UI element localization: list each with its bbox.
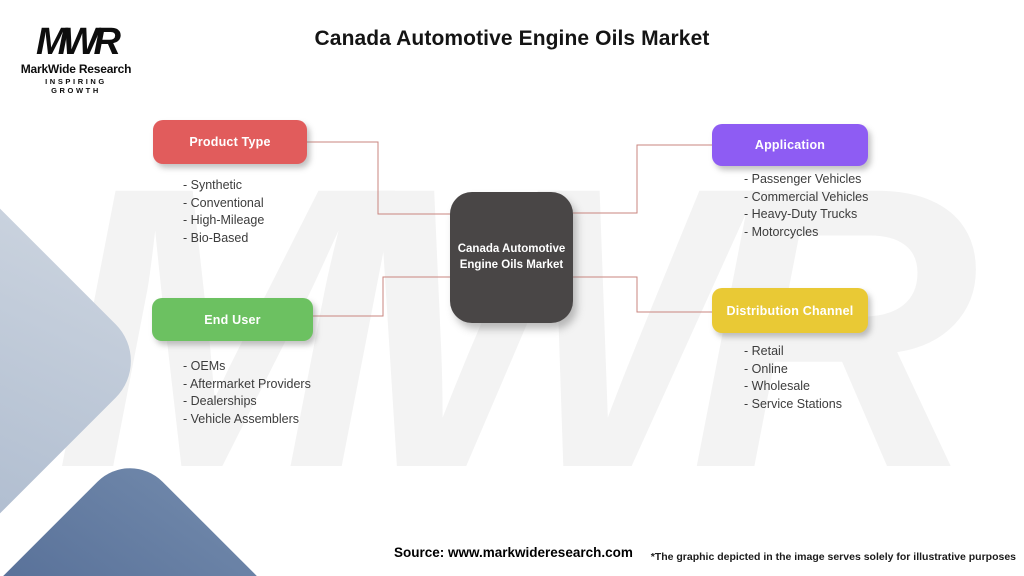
branch-box-end-user: End User xyxy=(152,298,313,341)
item-list-product-type: SyntheticConventionalHigh-MileageBio-Bas… xyxy=(183,177,265,248)
branch-box-distribution-channel: Distribution Channel xyxy=(712,288,868,333)
logo-name: MarkWide Research xyxy=(20,62,132,77)
markwide-logo: MWR MarkWide Research INSPIRING GROWTH xyxy=(18,21,134,96)
source-text: Source: www.markwideresearch.com xyxy=(394,545,633,560)
list-item: Bio-Based xyxy=(183,230,264,248)
list-item: Vehicle Assemblers xyxy=(183,411,311,429)
list-item: Passenger Vehicles xyxy=(744,171,868,189)
branch-label-end-user: End User xyxy=(204,312,261,327)
item-list-application: Passenger VehiclesCommercial VehiclesHea… xyxy=(744,171,869,242)
item-list-distribution-channel: RetailOnlineWholesaleService Stations xyxy=(744,343,842,413)
list-item: Synthetic xyxy=(183,177,264,195)
list-item: Motorcycles xyxy=(744,224,868,242)
branch-label-distribution-channel: Distribution Channel xyxy=(726,303,854,318)
list-item: Commercial Vehicles xyxy=(744,189,869,207)
list-item: Conventional xyxy=(183,195,264,213)
list-item: Wholesale xyxy=(744,378,842,396)
branch-box-application: Application xyxy=(712,124,868,166)
logo-tagline: INSPIRING GROWTH xyxy=(45,77,107,96)
connector-product-type xyxy=(307,141,450,215)
center-node-line-1: Canada Automotive xyxy=(457,242,566,255)
center-node: Canada Automotive Engine Oils Market xyxy=(450,192,573,323)
connector-distribution-channel xyxy=(573,276,712,313)
branch-label-application: Application xyxy=(754,138,826,152)
list-item: Dealerships xyxy=(183,393,311,411)
item-list-end-user: OEMsAftermarket ProvidersDealershipsVehi… xyxy=(183,358,311,428)
branch-label-product-type: Product Type xyxy=(189,135,271,149)
center-node-line-2: Engine Oils Market xyxy=(459,258,564,271)
list-item: Heavy-Duty Trucks xyxy=(744,206,868,224)
list-item: Aftermarket Providers xyxy=(183,376,311,394)
logo-mark: MWR xyxy=(36,21,121,63)
list-item: Online xyxy=(744,361,842,379)
connector-end-user xyxy=(313,276,450,317)
list-item: OEMs xyxy=(183,358,311,376)
list-item: Retail xyxy=(744,343,842,361)
page-title: Canada Automotive Engine Oils Market xyxy=(314,27,710,50)
list-item: High-Mileage xyxy=(183,212,265,230)
connector-application xyxy=(573,144,712,214)
branch-box-product-type: Product Type xyxy=(153,120,307,164)
disclaimer-text: *The graphic depicted in the image serve… xyxy=(650,551,1016,563)
list-item: Service Stations xyxy=(744,396,842,414)
